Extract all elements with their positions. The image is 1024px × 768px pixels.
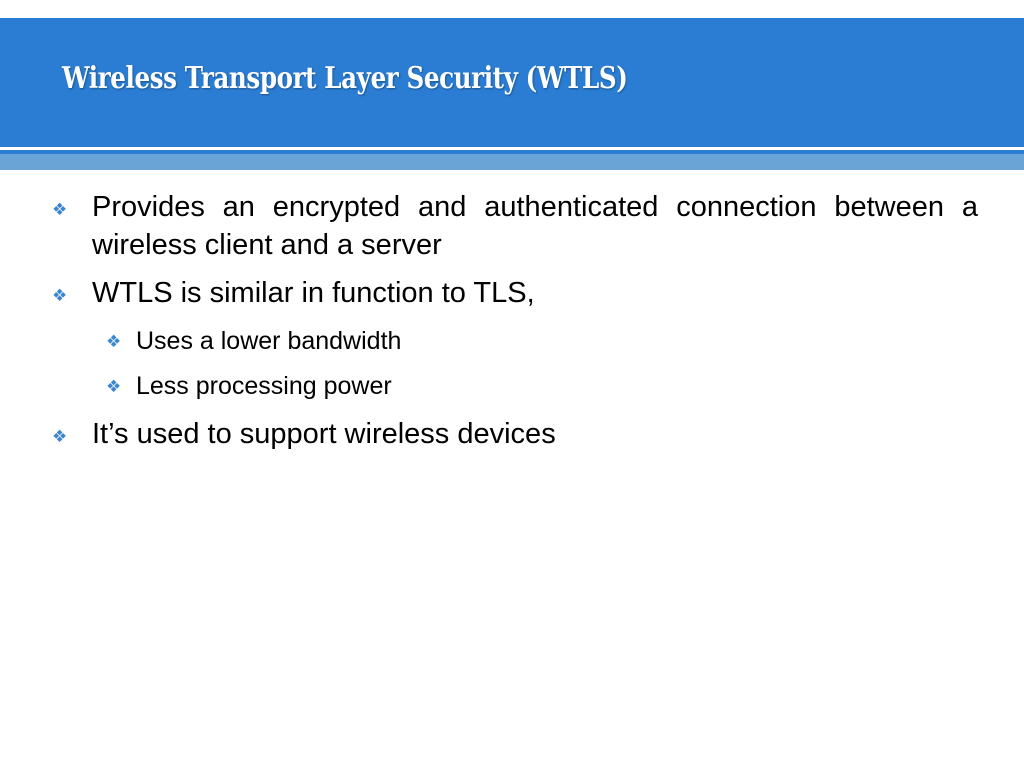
slide-title: Wireless Transport Layer Security (WTLS) [62,61,628,96]
sub-bullet-text: Uses a lower bandwidth [136,327,402,355]
header-divider [0,150,1024,154]
title-band [0,18,1024,147]
bullet-item: ❖ WTLS is similar in function to TLS, [52,274,978,315]
sub-bullet-item: ❖ Uses a lower bandwidth [106,325,978,358]
sub-bullet-item: ❖ Less processing power [106,370,978,403]
diamond-bullet-icon: ❖ [52,427,68,447]
bullet-item: ❖ It’s used to support wireless devices [52,415,978,456]
bullet-item: ❖ Provides an encrypted and authenticate… [52,188,978,264]
bullet-text: Provides an encrypted and authenticated … [92,191,978,261]
sub-bullet-text: Less processing power [136,372,392,400]
header-accent-stripe [0,154,1024,170]
diamond-bullet-icon: ❖ [52,286,68,306]
diamond-bullet-icon: ❖ [106,377,122,397]
bullet-text: WTLS is similar in function to TLS, [92,277,535,309]
bullet-text: It’s used to support wireless devices [92,418,556,450]
diamond-bullet-icon: ❖ [52,200,68,220]
diamond-bullet-icon: ❖ [106,332,122,352]
bullet-list: ❖ Provides an encrypted and authenticate… [52,188,978,466]
